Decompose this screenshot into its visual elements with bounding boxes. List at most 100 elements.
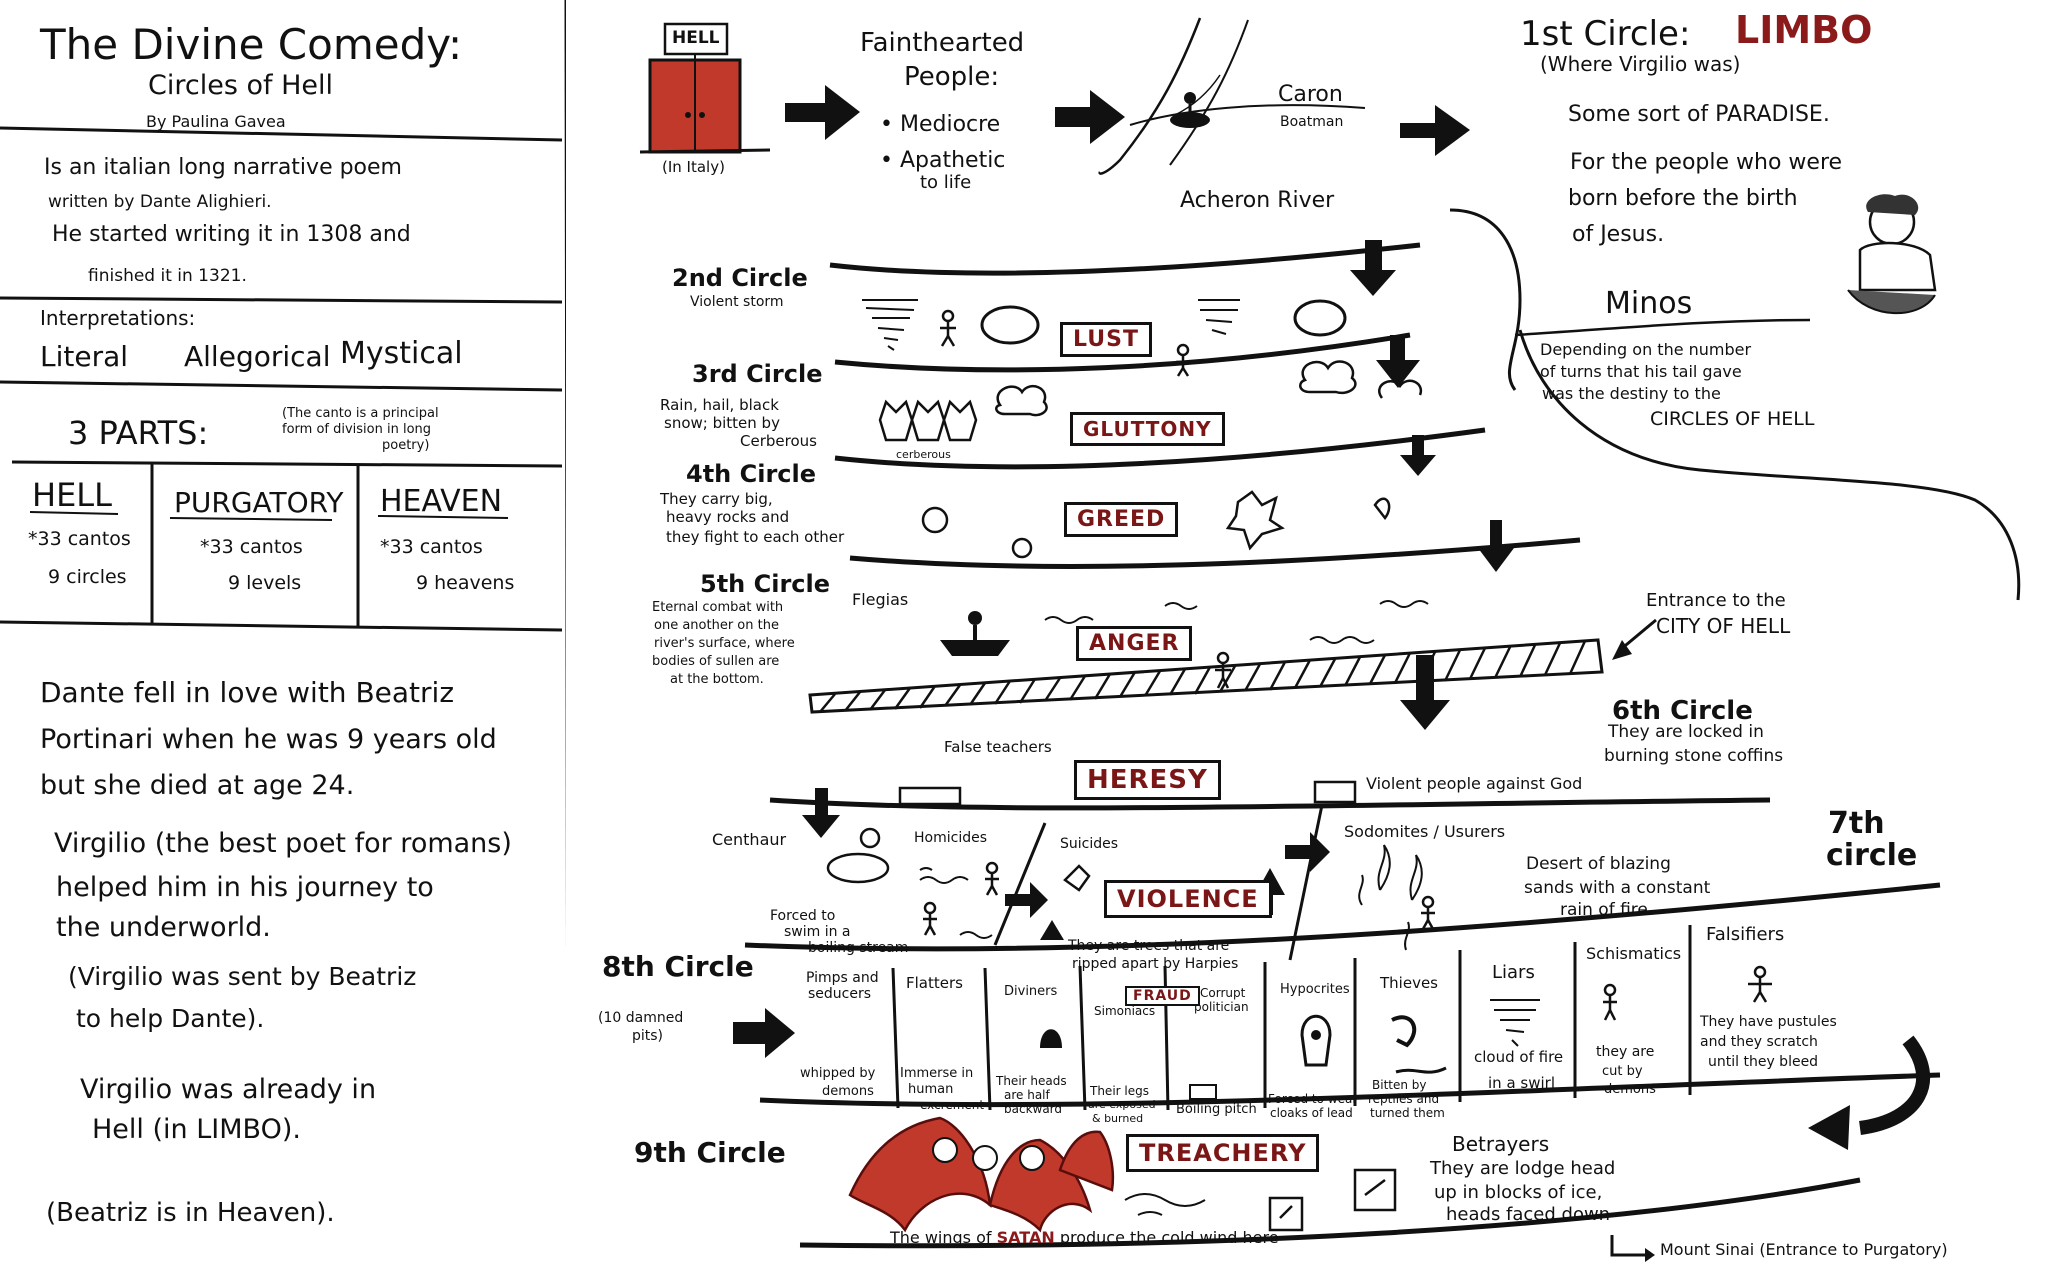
satan-caption-post: produce the cold wind here (1059, 1228, 1279, 1247)
fainthearted-item: to life (920, 172, 972, 193)
down-arrows (733, 240, 1514, 1058)
canto-note: (The canto is a principal (282, 406, 439, 421)
desert-desc: sands with a constant (1524, 878, 1711, 898)
betrayers-desc: heads faced down (1446, 1204, 1611, 1225)
pit-desc: reptiles and (1368, 1092, 1440, 1106)
circle-5-desc: river's surface, where (654, 636, 795, 651)
pit-name: Falsifiers (1706, 924, 1785, 945)
pit-name: Pimps and (806, 970, 879, 986)
interpretation-allegorical: Allegorical (184, 340, 331, 373)
page-title: The Divine Comedy: (40, 20, 463, 69)
betrayers-desc: They are lodge head (1430, 1158, 1616, 1179)
pit-desc: whipped by (800, 1066, 876, 1081)
caron-label: Caron (1278, 82, 1343, 107)
pit-name: Simoniacs (1094, 1004, 1156, 1018)
sin-gluttony: GLUTTONY (1070, 412, 1225, 446)
story-line: Dante fell in love with Beatriz (40, 676, 455, 709)
pit-name: Flatters (906, 974, 963, 992)
byline: By Paulina Gavea (146, 112, 286, 131)
part-heaven-heavens: 9 heavens (416, 572, 515, 594)
minos-desc: Depending on the number (1540, 340, 1752, 359)
mount-sinai-label: Mount Sinai (Entrance to Purgatory) (1660, 1240, 1948, 1259)
cloud-icon (995, 360, 1423, 417)
satan-caption: The wings of SATAN produce the cold wind… (890, 1228, 1279, 1247)
boat-icon (1170, 112, 1210, 128)
circle-3-desc: snow; bitten by (664, 414, 780, 432)
false-teachers-label: False teachers (944, 738, 1052, 756)
cerberus-icon (878, 399, 978, 442)
circle-3-title: 3rd Circle (692, 360, 823, 388)
hell-sign: HELL (672, 28, 720, 48)
part-purgatory-levels: 9 levels (228, 572, 302, 594)
pit-name: Hypocrites (1280, 982, 1350, 997)
pit-name: politician (1194, 1000, 1249, 1014)
pit-desc: in a swirl (1488, 1074, 1555, 1092)
story-line: helped him in his journey to (56, 872, 434, 903)
minos-desc: of turns that his tail gave (1540, 362, 1742, 381)
coffin-icon (898, 780, 1357, 806)
stick-figure-icon (923, 309, 1772, 1021)
city-of-hell-label: Entrance to the (1646, 590, 1786, 611)
left-panel-lines (0, 0, 566, 955)
story-line: the underworld. (56, 912, 271, 943)
homicides-label: Homicides (914, 830, 988, 846)
pit-name: Diviners (1004, 984, 1058, 999)
cerberous-label: cerberous (896, 448, 951, 461)
sodomites-label: Sodomites / Usurers (1344, 822, 1506, 841)
interpretation-mystical: Mystical (340, 336, 463, 371)
circle-6-desc: They are locked in (1608, 722, 1764, 742)
fainthearted-item: • Mediocre (880, 112, 1001, 137)
left-panel: The Divine Comedy: Circles of Hell By Pa… (0, 0, 566, 1273)
parts-label: 3 PARTS: (68, 414, 209, 452)
pit-desc: & burned (1092, 1112, 1144, 1125)
intro-line: Is an italian long narrative poem (44, 155, 402, 180)
betrayers-desc: up in blocks of ice, (1434, 1182, 1603, 1203)
swim-desc: Forced to (770, 908, 836, 924)
arrow-right-icon (1400, 105, 1470, 156)
circle-8-sub: (10 damned (598, 1010, 684, 1026)
circle-3-desc: Cerberous (740, 432, 817, 450)
intro-line: He started writing it in 1308 and (52, 222, 411, 247)
sin-treachery: TREACHERY (1126, 1134, 1320, 1172)
page-subtitle: Circles of Hell (148, 70, 333, 101)
satan-wings-icon (848, 1116, 1115, 1233)
pit-desc: Their heads (996, 1074, 1067, 1088)
limbo-desc: born before the birth (1568, 186, 1798, 211)
storm-icon (862, 299, 1240, 351)
fainthearted-title: Fainthearted (860, 28, 1025, 58)
intro-line: written by Dante Alighieri. (48, 192, 272, 212)
swim-desc: swim in a (784, 924, 851, 940)
boatman-label: Boatman (1280, 114, 1344, 130)
trees-desc: ripped apart by Harpies (1072, 956, 1239, 972)
pit-name: Schismatics (1586, 944, 1682, 963)
arrow-right-icon (785, 85, 860, 140)
circle-8-title: 8th Circle (602, 950, 754, 983)
canto-note: poetry) (382, 438, 430, 453)
sin-anger: ANGER (1076, 626, 1193, 661)
canto-note: form of division in long (282, 422, 432, 437)
pit-desc: and they scratch (1700, 1034, 1818, 1050)
violent-people-label: Violent people against God (1366, 774, 1583, 793)
satan-caption-pre: The wings of (890, 1228, 992, 1247)
part-hell-circles: 9 circles (48, 566, 127, 588)
fainthearted-item: • Apathetic (880, 148, 1006, 173)
interpretation-literal: Literal (40, 340, 129, 373)
pit-desc: Their legs (1090, 1084, 1149, 1098)
circle-3-desc: Rain, hail, black (660, 396, 779, 414)
arrow-right-icon (1055, 90, 1125, 144)
circle-8-sub: pits) (632, 1028, 664, 1044)
story-line: to help Dante). (76, 1004, 265, 1033)
minos-desc: was the destiny to the (1542, 384, 1721, 403)
pit-desc: are exposed (1088, 1098, 1156, 1111)
circle-2-title: 2nd Circle (672, 264, 808, 292)
story-line: Virgilio (the best poet for romans) (54, 828, 512, 859)
circle-5-desc: one another on the (654, 618, 779, 633)
pit-desc: are half (1004, 1088, 1050, 1102)
limbo-desc: For the people who were (1570, 150, 1843, 175)
pit-name: Corrupt (1200, 986, 1246, 1000)
story-line: Hell (in LIMBO). (92, 1114, 301, 1145)
satan-caption-name: SATAN (996, 1228, 1055, 1247)
limbo-title: LIMBO (1735, 8, 1873, 52)
city-of-hell-label: CITY OF HELL (1656, 614, 1791, 638)
story-line: Virgilio was already in (80, 1074, 377, 1105)
